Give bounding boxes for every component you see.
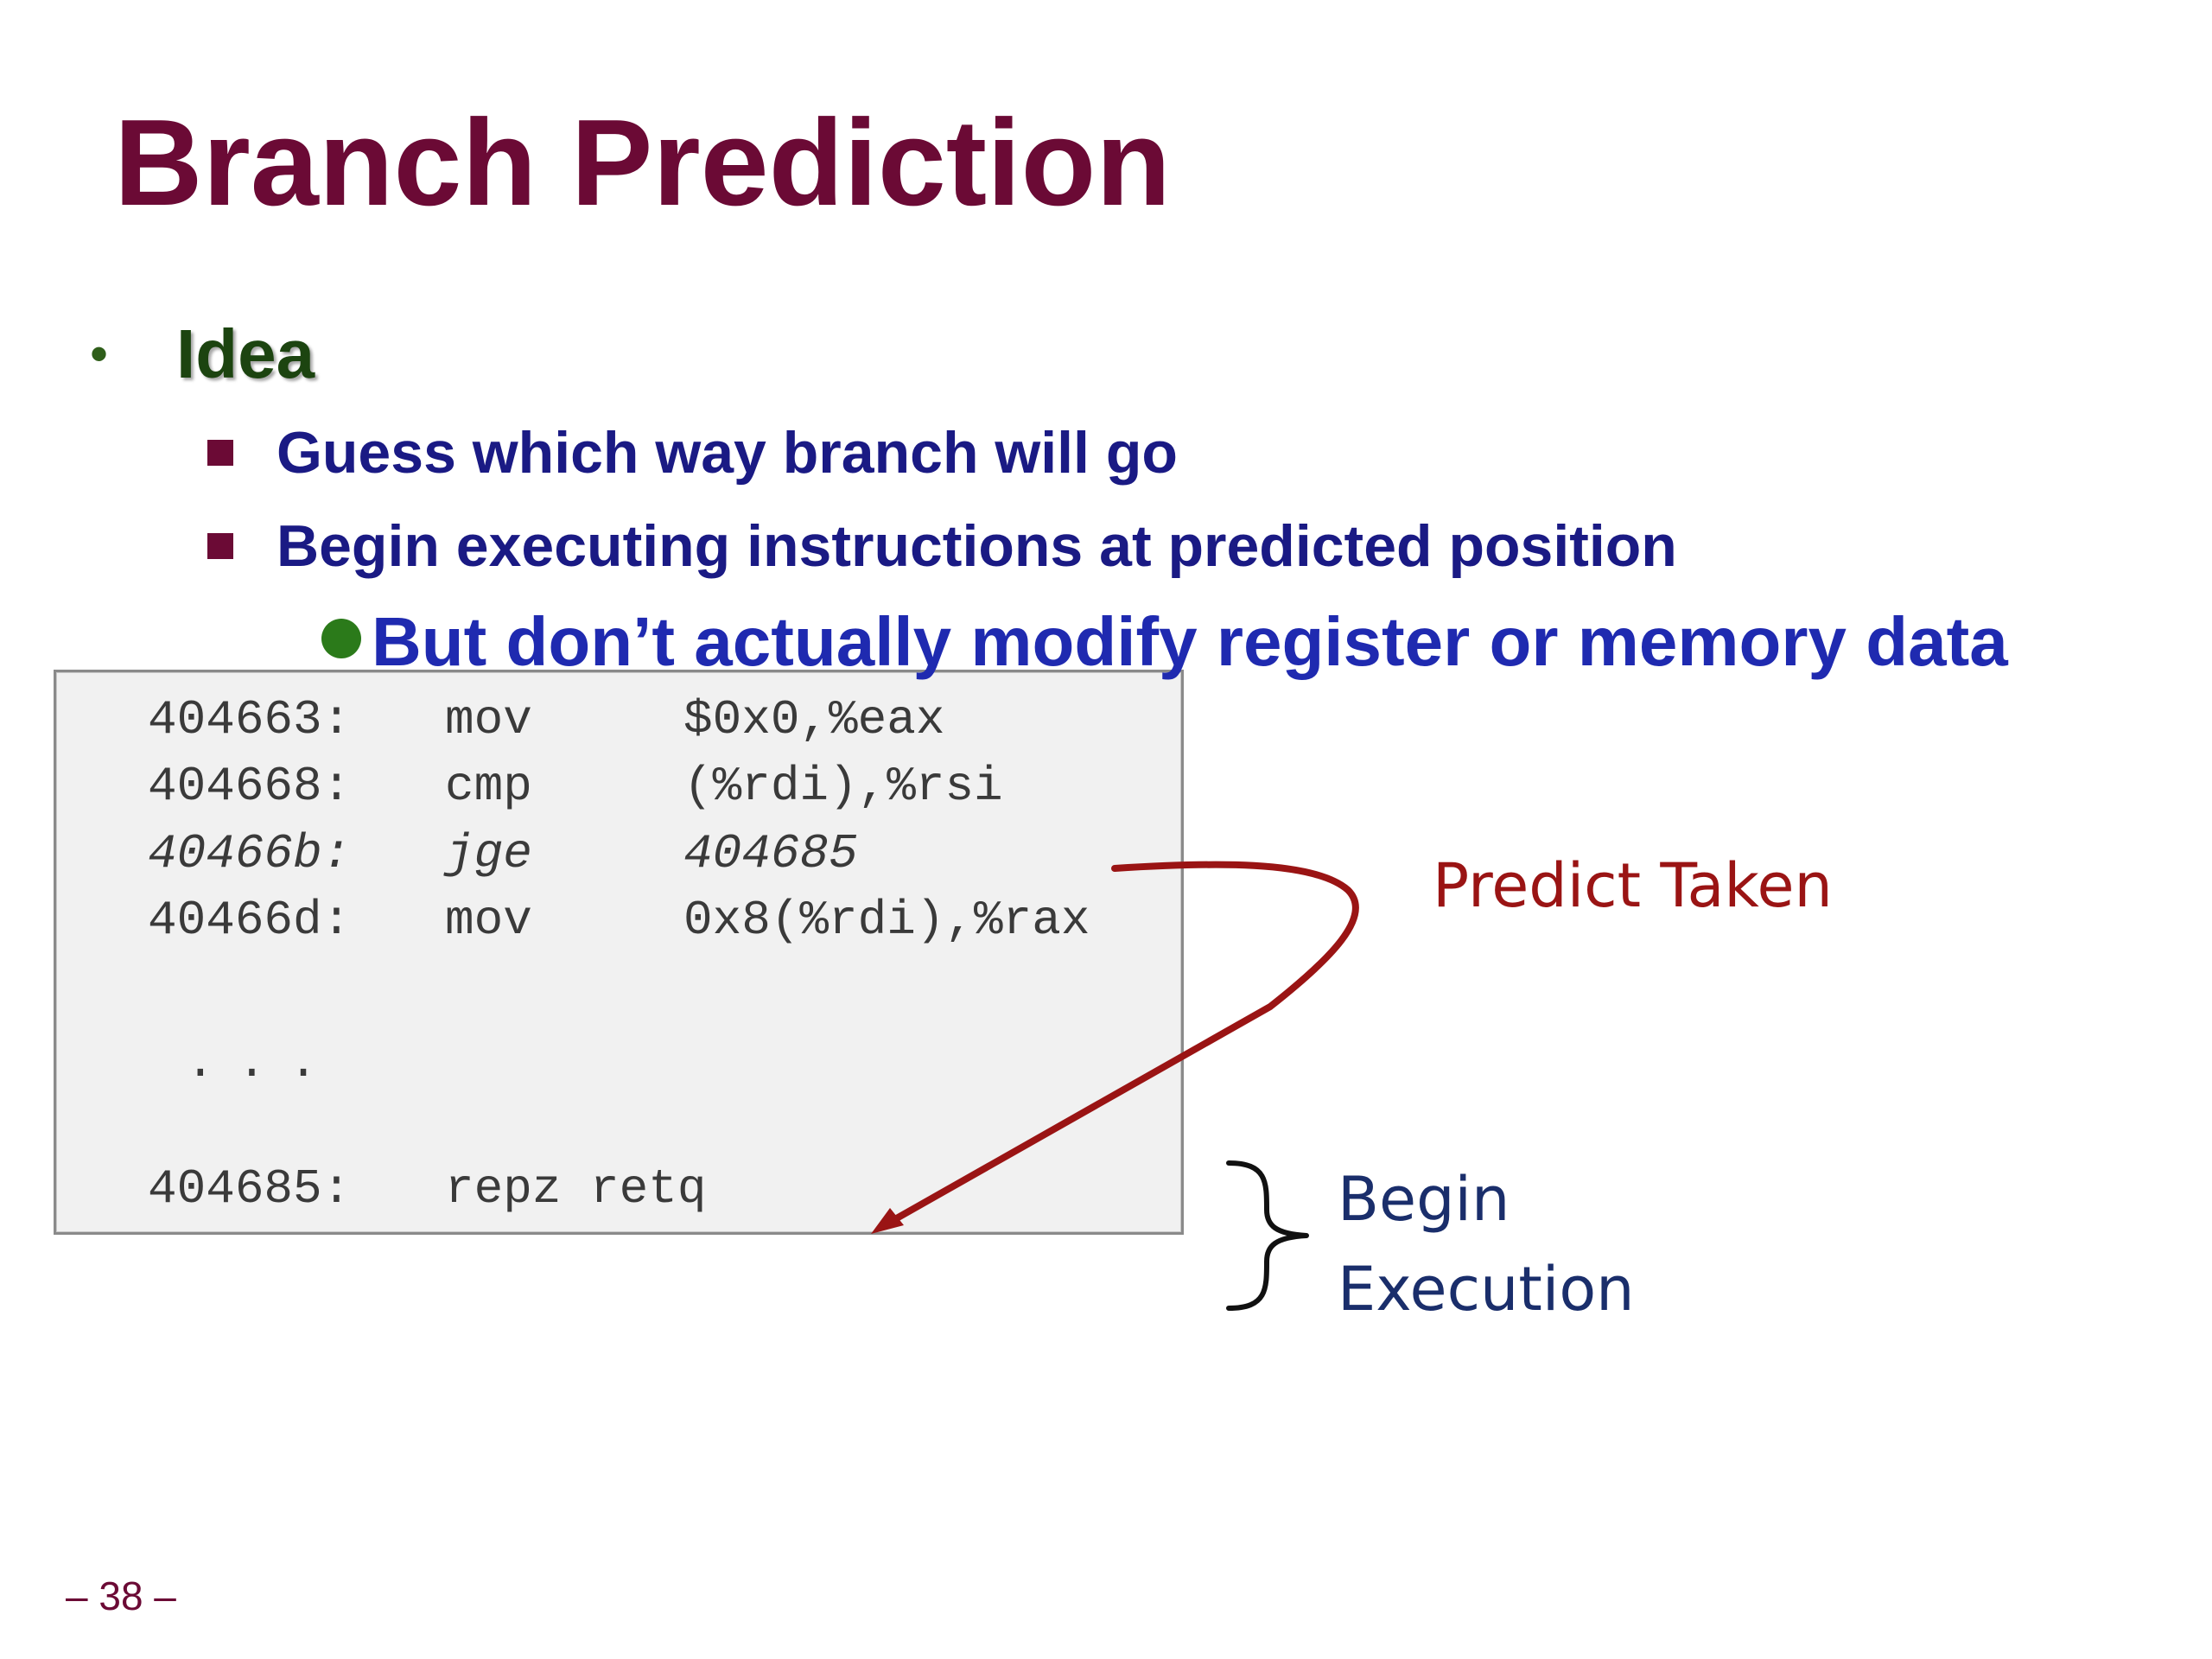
begin-label-line: Begin	[1338, 1164, 1510, 1235]
sub-bullet-guess-text: Guess which way branch will go	[276, 420, 1178, 486]
code-ellipsis: ...	[186, 1035, 340, 1090]
execution-label-line: Execution	[1338, 1254, 1635, 1325]
begin-execution-label: Begin Execution	[1338, 1154, 1635, 1334]
code-opcode: cmp	[445, 759, 532, 814]
page-number: – 38 –	[66, 1573, 176, 1618]
round-bullet-icon	[321, 619, 361, 658]
code-args: 0x8(%rdi),%rax	[683, 893, 1090, 948]
code-args: (%rdi),%rsi	[683, 759, 1003, 814]
sub-bullet-begin: Begin executing instructions at predicte…	[207, 512, 1677, 581]
sub-sub-bullet-text: But don’t actually modify register or me…	[372, 603, 2008, 680]
right-brace-icon	[1226, 1160, 1309, 1311]
bullet-idea: • Idea	[90, 311, 315, 397]
bullet-idea-text: Idea	[176, 315, 315, 392]
predict-taken-label: Predict Taken	[1433, 850, 1833, 921]
bullet-dot-icon: •	[90, 325, 109, 383]
code-box: 404663: mov $0x0,%eax 404668: cmp (%rdi)…	[54, 670, 1184, 1235]
code-args: $0x0,%eax	[683, 692, 945, 747]
code-opcode: jge	[445, 826, 532, 881]
code-args: 404685	[683, 826, 858, 881]
code-opcode: repz retq	[445, 1161, 707, 1217]
square-bullet-icon	[207, 440, 233, 466]
code-address: 404685:	[148, 1161, 352, 1217]
code-opcode: mov	[445, 893, 532, 948]
code-address: 40466b:	[148, 826, 352, 881]
sub-bullet-guess: Guess which way branch will go	[207, 418, 1178, 487]
code-address: 404668:	[148, 759, 352, 814]
square-bullet-icon	[207, 533, 233, 559]
code-address: 404663:	[148, 692, 352, 747]
code-opcode: mov	[445, 692, 532, 747]
code-address: 40466d:	[148, 893, 352, 948]
sub-sub-bullet: But don’t actually modify register or me…	[321, 596, 2032, 688]
slide-title: Branch Prediction	[114, 94, 1172, 232]
sub-bullet-begin-text: Begin executing instructions at predicte…	[276, 513, 1677, 579]
